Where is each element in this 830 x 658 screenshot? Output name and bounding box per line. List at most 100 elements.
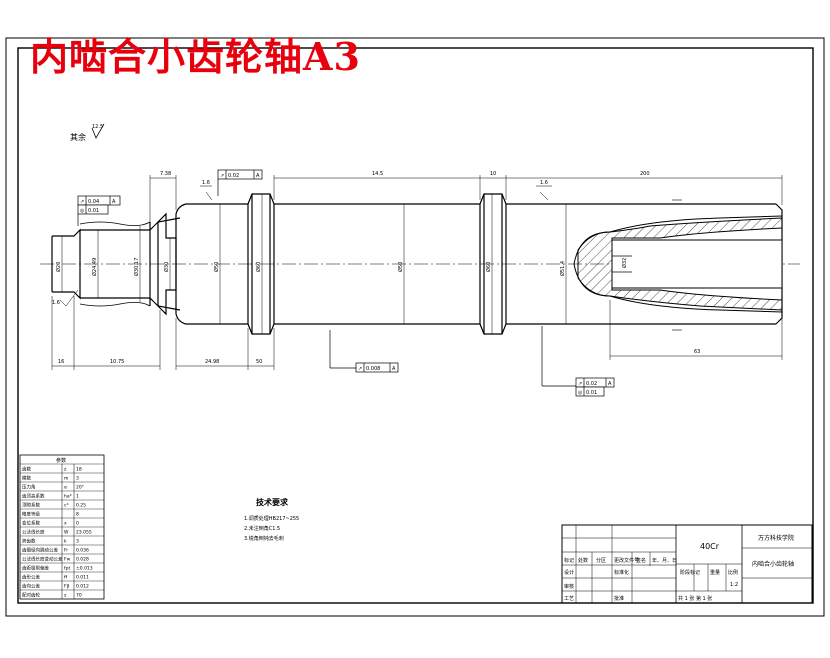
svg-text:Ø20: Ø20 <box>55 262 62 272</box>
gear-table-cell: ff <box>64 575 68 581</box>
svg-text:签名: 签名 <box>636 557 646 564</box>
svg-text:◎: ◎ <box>578 390 583 396</box>
tolerance-frame-top-mid <box>217 169 263 196</box>
roughness-value: 12.5 <box>92 124 103 130</box>
gear-table-cell: 0 <box>76 521 79 527</box>
title-block <box>561 524 813 604</box>
diameter-labels: Ø20 Ø24.49 Ø30.17 Ø30 Ø50 Ø60 Ø50 Ø60 Ø5… <box>55 258 628 276</box>
gear-table-cell: 模数 <box>22 475 31 482</box>
dim-top-4: 200 <box>640 171 650 177</box>
material: 40Cr <box>700 542 720 551</box>
chamfer-1: 1.6 <box>202 180 210 186</box>
gear-table-cell: fpt <box>64 566 70 572</box>
gear-table-cell: 3 <box>76 539 79 545</box>
svg-text:Ø51.4: Ø51.4 <box>559 261 566 276</box>
outer-frame <box>5 37 825 617</box>
diameter-lines <box>61 194 567 334</box>
gear-table-cell: 18 <box>76 467 82 473</box>
gear-table-cell: 齿圈径向跳动公差 <box>22 547 58 554</box>
svg-text:Ø50: Ø50 <box>397 262 404 272</box>
svg-text:分区: 分区 <box>596 557 606 564</box>
gear-table-cell: c* <box>64 503 69 509</box>
svg-text:Ø50: Ø50 <box>213 262 220 272</box>
gear-table-cell: α <box>64 486 67 491</box>
svg-text:Ø60: Ø60 <box>485 262 492 272</box>
title-overlay: 内啮合小齿轮轴A3 <box>30 34 361 79</box>
svg-text:A: A <box>112 199 116 205</box>
technical-requirements: 技术要求 1.调质处理HB217~255 2.未注倒角C1.5 3.锐角倒钝去毛… <box>244 497 299 542</box>
svg-text:Ø60: Ø60 <box>255 262 262 272</box>
svg-text:更改文件号: 更改文件号 <box>614 557 639 564</box>
gear-table-cell: ±0.013 <box>76 566 93 572</box>
svg-text:0.04: 0.04 <box>88 199 99 205</box>
svg-text:Ø30.17: Ø30.17 <box>133 258 140 276</box>
svg-text:年、月、日: 年、月、日 <box>652 557 677 564</box>
svg-text:◎: ◎ <box>80 208 85 214</box>
gear-table-cell: 0.012 <box>76 584 89 590</box>
svg-text:标准化: 标准化 <box>614 569 629 576</box>
gear-table-cell: Fr <box>64 548 68 554</box>
svg-text:A: A <box>608 381 612 387</box>
svg-text:比例: 比例 <box>728 569 738 576</box>
svg-text:Ø30: Ø30 <box>163 262 170 272</box>
gear-table-cell: 23.055 <box>76 530 92 536</box>
scale: 1:2 <box>730 582 738 588</box>
gear-table-cell: 压力角 <box>22 484 36 491</box>
gear-table-cell: 3 <box>76 476 79 482</box>
roughness-note: 其余 12.5 <box>70 123 105 142</box>
gear-table-cell: m <box>64 477 68 482</box>
gear-table-cell: 齿向公差 <box>22 583 40 590</box>
gear-table-cell: 跨齿数 <box>22 538 36 545</box>
svg-text:↗: ↗ <box>578 381 582 387</box>
chamfer-3: 1.6 <box>52 300 60 306</box>
tech-req-title: 技术要求 <box>256 497 289 507</box>
gear-table-cell: 配对齿轮 <box>22 592 40 599</box>
gear-table-cell: 齿数 <box>22 466 31 473</box>
gear-table-cell: 8 <box>76 512 79 518</box>
gear-table-cell: 70 <box>76 593 82 599</box>
gear-table-cell: z <box>64 594 67 599</box>
gear-table-cell: Fβ <box>64 584 70 590</box>
chamfer-2: 1.6 <box>540 180 548 186</box>
tolerance-frame-bottom-right <box>541 326 615 397</box>
school-name: 万方科技学院 <box>758 534 794 542</box>
gear-table-cell: 齿形公差 <box>22 574 40 581</box>
tech-req-item-3: 3.锐角倒钝去毛刺 <box>244 535 284 542</box>
gear-table-cell: W <box>64 530 69 536</box>
gear-table-cell: 变位系数 <box>22 520 40 527</box>
dim-top-2: 14.5 <box>372 171 383 177</box>
dim-bottom-right: 63 <box>694 349 700 355</box>
inner-frame <box>17 47 814 604</box>
gear-table-cell: Fw <box>64 557 71 563</box>
gear-table-cell: 0.036 <box>76 548 89 554</box>
chamfer-leaders <box>59 185 552 307</box>
svg-text:审核: 审核 <box>564 583 574 590</box>
section-hatch <box>573 215 783 313</box>
svg-text:↗: ↗ <box>220 173 224 179</box>
svg-text:重量: 重量 <box>710 569 720 576</box>
svg-text:处数: 处数 <box>578 557 588 564</box>
tech-req-item-2: 2.未注倒角C1.5 <box>244 525 280 532</box>
sheet-info: 共 1 张 第 1 张 <box>678 595 712 602</box>
gear-table-cell: 顶隙系数 <box>22 502 40 509</box>
dim-bottom-2: 10.75 <box>110 359 124 365</box>
svg-text:↗: ↗ <box>358 366 362 372</box>
svg-text:0.01: 0.01 <box>88 208 99 214</box>
part-name: 内啮合小齿轮轴 <box>752 560 794 568</box>
svg-text:↗: ↗ <box>80 199 84 205</box>
tech-req-item-1: 1.调质处理HB217~255 <box>244 515 299 522</box>
extension-lines <box>51 175 783 370</box>
svg-text:A: A <box>392 366 396 372</box>
gear-table-cell: ha* <box>64 494 73 500</box>
dim-bottom-1: 16 <box>58 359 64 365</box>
roughness-prefix: 其余 <box>70 132 86 142</box>
svg-text:阶段标记: 阶段标记 <box>680 569 700 576</box>
dim-bottom-3: 24.98 <box>205 359 219 365</box>
svg-text:Ø24.49: Ø24.49 <box>91 258 98 276</box>
gear-table-cell: k <box>64 539 67 545</box>
gear-table-cell: 公法线长度 <box>22 529 45 536</box>
svg-text:标记: 标记 <box>564 557 574 564</box>
